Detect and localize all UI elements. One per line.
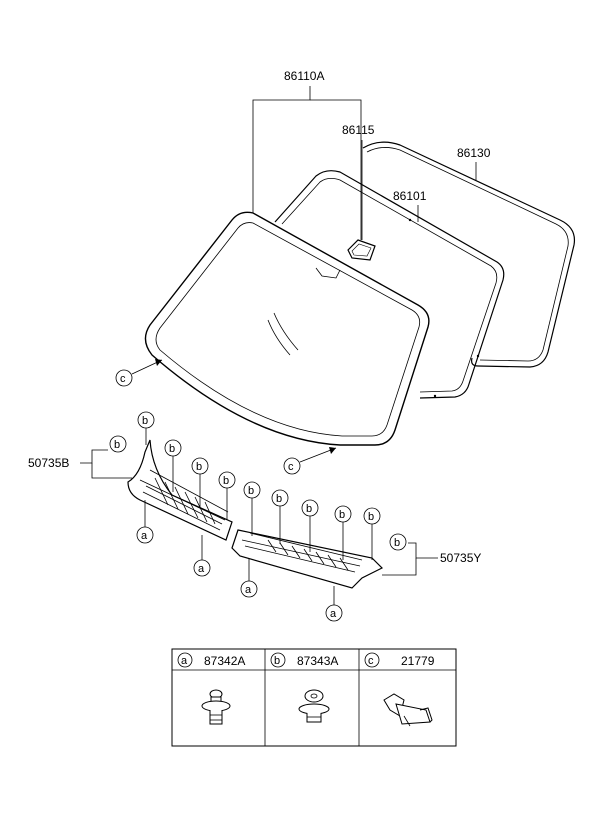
svg-text:c: c: [288, 461, 294, 473]
svg-text:a: a: [330, 608, 337, 620]
svg-text:b: b: [248, 485, 254, 497]
svg-text:21779: 21779: [401, 654, 435, 668]
svg-text:c: c: [368, 655, 374, 667]
svg-text:b: b: [274, 655, 280, 667]
clip-21779-icon: [383, 693, 433, 727]
svg-text:b: b: [223, 475, 229, 487]
svg-text:c: c: [120, 373, 126, 385]
svg-text:b: b: [368, 511, 374, 523]
svg-text:b: b: [169, 443, 175, 455]
svg-text:b: b: [394, 537, 400, 549]
svg-text:a: a: [245, 584, 252, 596]
legend-cell-a: a 87342A: [177, 652, 245, 668]
svg-text:b: b: [339, 509, 345, 521]
callout-c-left: c: [115, 359, 163, 387]
dam-rubber: [274, 170, 505, 399]
mirror-bracket: [347, 239, 376, 261]
svg-text:b: b: [114, 439, 120, 451]
svg-text:87343A: 87343A: [297, 654, 338, 668]
fastener-legend-table: a 87342A b 87343A c 21779: [171, 648, 457, 747]
svg-text:b: b: [142, 415, 148, 427]
svg-text:a: a: [181, 655, 188, 667]
part-label-86110a: 86110A: [284, 69, 324, 83]
svg-text:87342A: 87342A: [204, 654, 245, 668]
part-label-86115: 86115: [342, 123, 375, 137]
legend-cell-c: c 21779: [364, 652, 435, 668]
cowl-panel-left: [127, 439, 233, 541]
legend-cell-b: b 87343A: [270, 652, 338, 668]
windshield-glass: [144, 211, 430, 446]
svg-text:a: a: [198, 563, 205, 575]
part-label-86130: 86130: [457, 146, 491, 160]
svg-text:a: a: [141, 530, 148, 542]
leader-lines-top: [252, 86, 477, 240]
part-label-86101: 86101: [393, 189, 427, 203]
callout-a-group: a a a a: [136, 500, 343, 622]
cowl-right-leaders: 50735Y: [382, 542, 481, 576]
cowl-left-leaders: 50735B: [28, 449, 132, 479]
callout-b-group: b b b b b b b b b b b: [109, 411, 407, 560]
callout-c-bottom: c: [283, 447, 337, 475]
svg-text:b: b: [276, 493, 282, 505]
cowl-panel-right: [231, 529, 384, 589]
clip-87342a-icon: [201, 689, 231, 725]
svg-text:b: b: [306, 503, 312, 515]
svg-text:b: b: [196, 461, 202, 473]
part-label-50735b: 50735B: [28, 456, 69, 470]
clip-87343a-icon: [298, 689, 330, 723]
part-label-50735y: 50735Y: [440, 551, 481, 565]
